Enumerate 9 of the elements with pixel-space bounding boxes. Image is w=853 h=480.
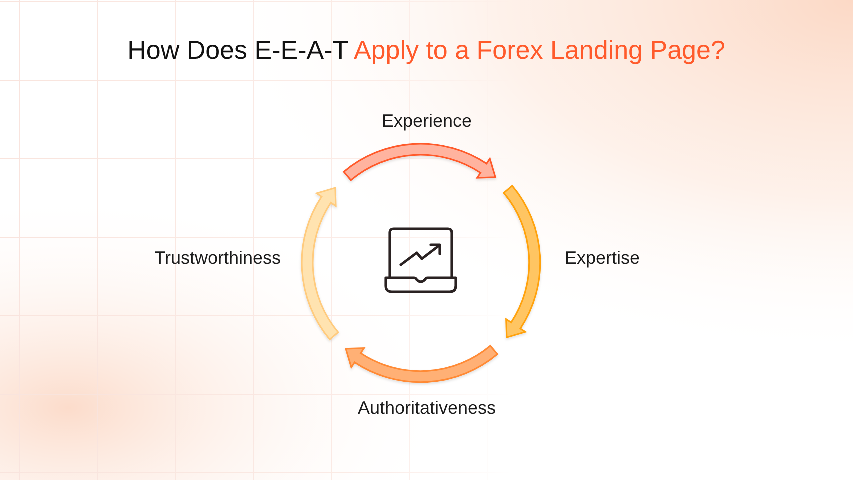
diagram-title: How Does E-E-A-T Apply to a Forex Landing Page? (126, 34, 726, 67)
stage-label: Trustworthiness (154, 247, 281, 269)
stage-label: Expertise (565, 247, 640, 269)
curved-arrow (345, 345, 499, 384)
stage-label: Authoritativeness (358, 397, 496, 419)
curved-arrow (503, 185, 542, 339)
curved-arrow (343, 142, 497, 181)
curved-arrow (300, 187, 339, 341)
stage-label: Experience (382, 110, 472, 132)
